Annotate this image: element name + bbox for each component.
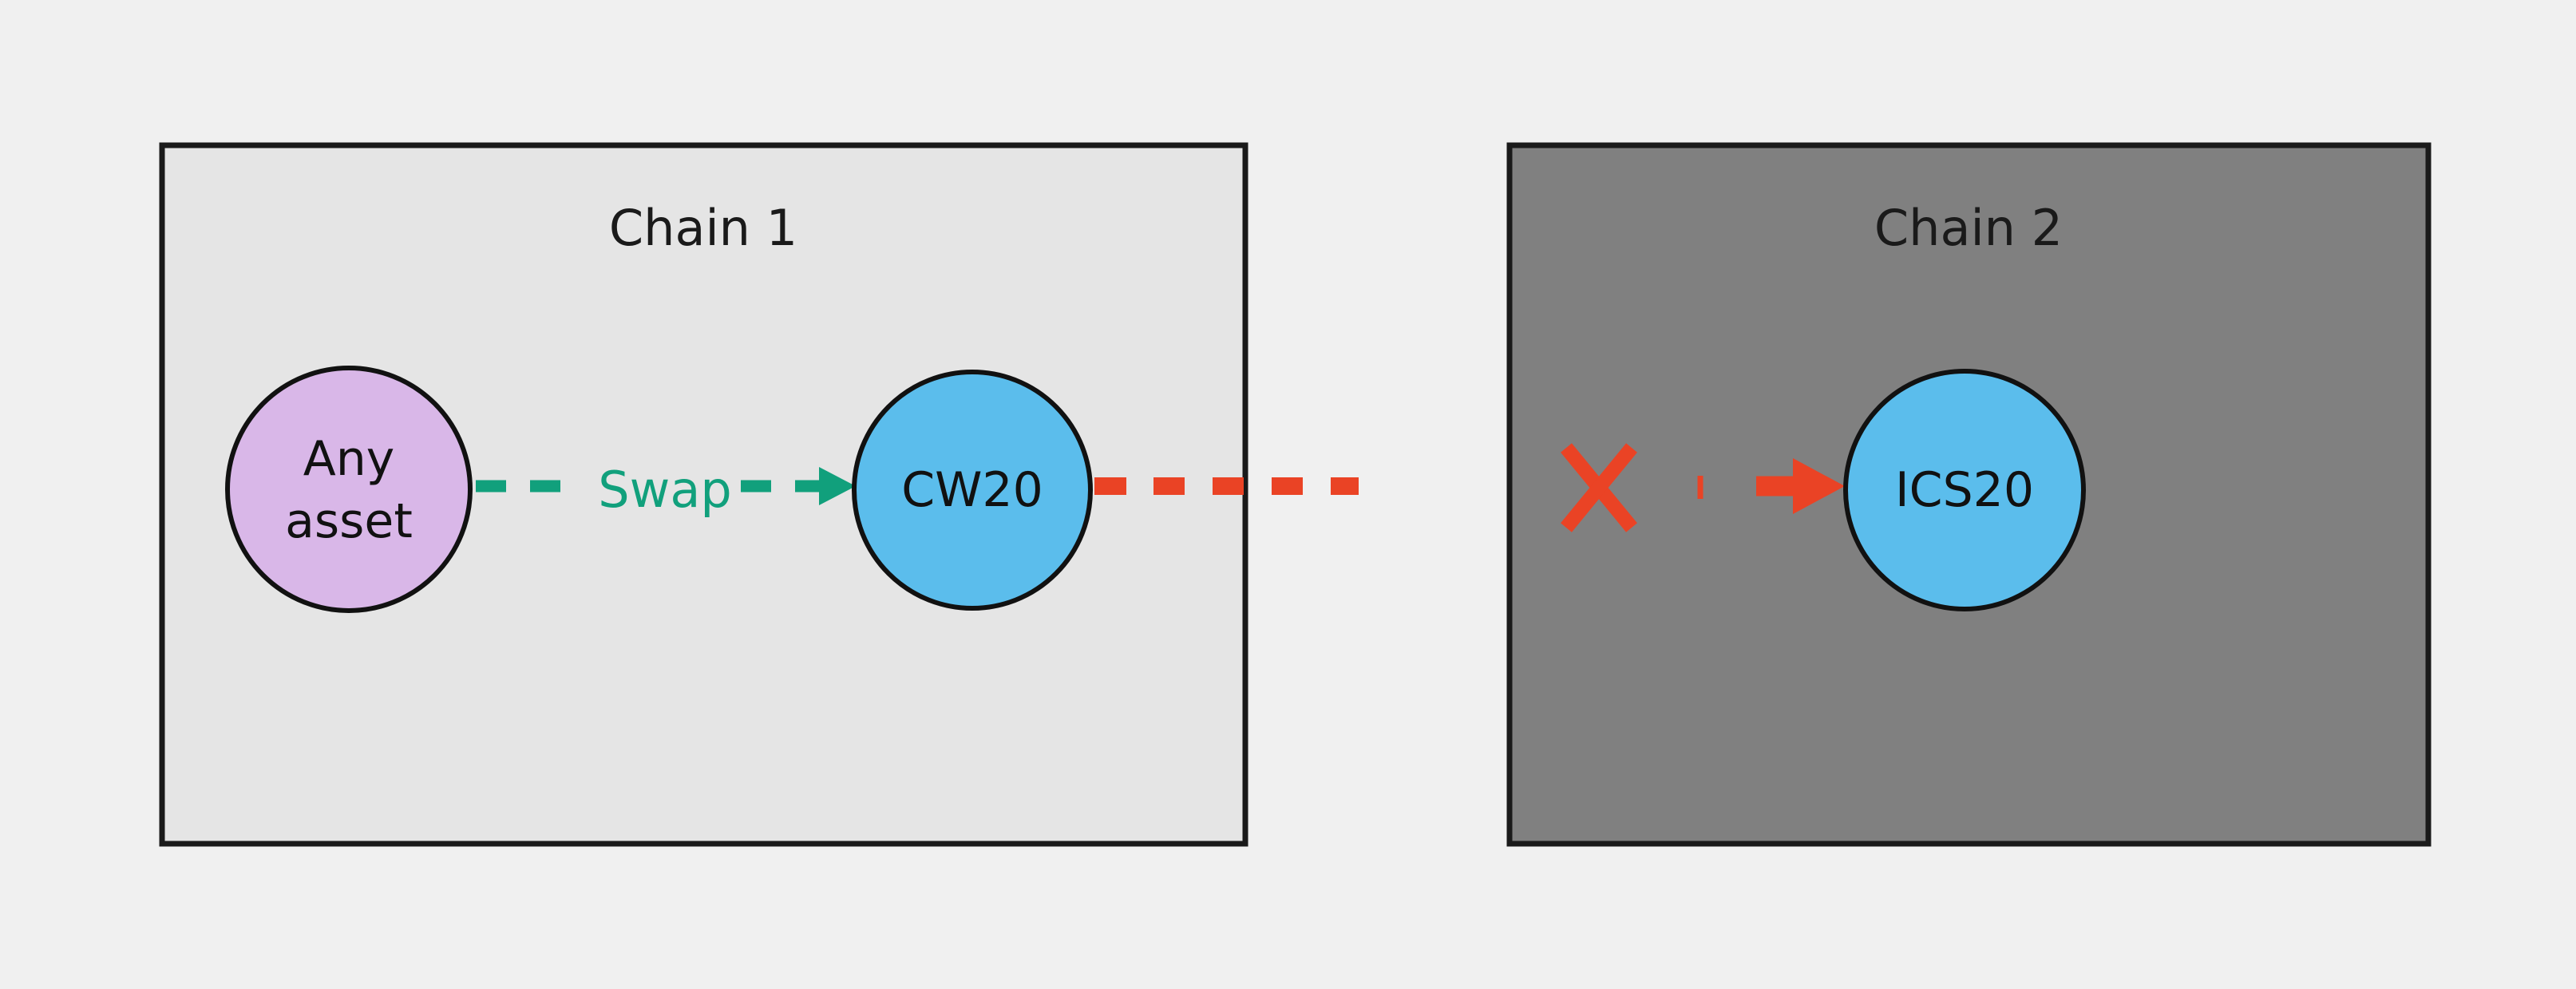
node-cw20[interactable]: CW20 [852,370,1093,611]
swap-arrowhead-icon [819,467,856,505]
blocked-x-icon [1561,443,1637,532]
any-asset-label-line-1: Any [303,431,395,487]
cw20-label: CW20 [901,462,1043,518]
chain-1-title: Chain 1 [609,199,797,257]
blocked-edge [1094,443,1845,532]
cw20-circle[interactable] [852,370,1093,611]
ics20-label: ICS20 [1895,462,2034,518]
node-ics20[interactable]: ICS20 [1843,369,2086,611]
any-asset-circle[interactable] [225,366,473,613]
chain-2-title: Chain 2 [1874,199,2063,257]
blocked-arrowhead-icon [1793,458,1845,514]
ics20-circle[interactable] [1843,369,2086,611]
node-any-asset[interactable]: Any asset [225,366,473,613]
swap-edge-label: Swap [598,461,731,519]
any-asset-label-line-2: asset [285,493,413,549]
swap-edge: Swap [476,461,856,519]
